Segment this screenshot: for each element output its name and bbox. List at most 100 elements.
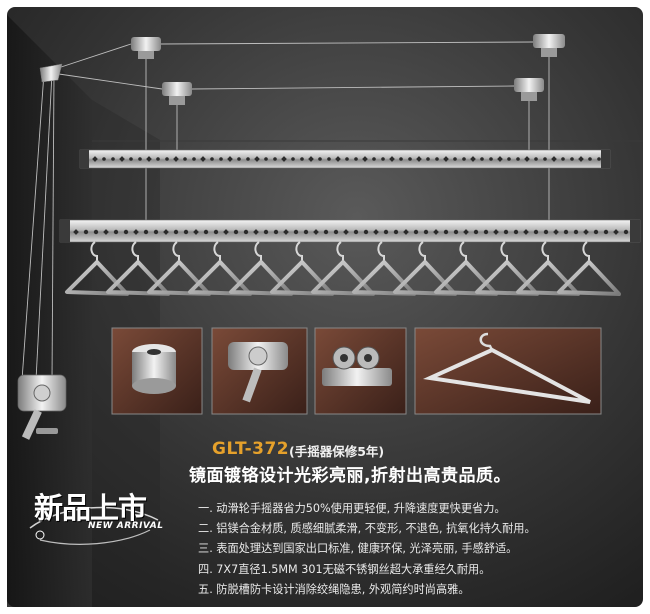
- rail-hole: [563, 229, 569, 235]
- rail-hole: [363, 229, 369, 235]
- hanger: [311, 241, 375, 296]
- feature-item: 四. 7X7直径1.5MM 301无磁不锈钢丝超大承重经久耐用。: [198, 562, 491, 576]
- rail-hole: [507, 157, 511, 161]
- detail-thumbnail-hanger: [414, 327, 602, 415]
- feature-list: 一. 动滑轮手摇器省力50%使用更轻便, 升降速度更快更省力。 二. 铝镁合金材…: [198, 499, 536, 600]
- rail-hole: [453, 229, 459, 235]
- rail-hole: [293, 229, 299, 235]
- rail-hole: [354, 157, 358, 161]
- rail-hole: [183, 229, 189, 235]
- rail-hole: [362, 156, 368, 162]
- hanger: [434, 241, 498, 296]
- rail-hole: [353, 229, 359, 235]
- rail-hole: [543, 229, 549, 235]
- rail-hole: [119, 156, 125, 162]
- rail-hole: [113, 229, 119, 235]
- rail-hole: [281, 156, 287, 162]
- hanger: [65, 241, 129, 296]
- rail-hole: [327, 157, 331, 161]
- rail-hole: [153, 229, 159, 235]
- rail-hole: [123, 229, 129, 235]
- ceiling-pulley-1: [131, 37, 161, 59]
- rail-hole: [227, 156, 233, 162]
- hangers: [65, 241, 621, 296]
- rail-hole: [313, 229, 319, 235]
- rail-hole: [183, 157, 187, 161]
- rail-hole: [593, 229, 599, 235]
- rail-hole: [493, 229, 499, 235]
- hanger: [475, 241, 539, 296]
- rail-hole: [146, 156, 152, 162]
- ceiling-pulley-3: [162, 82, 192, 105]
- new-arrival-logo: [29, 506, 159, 545]
- rail-hole: [523, 229, 529, 235]
- rail-hole: [533, 229, 539, 235]
- rail-hole: [473, 229, 479, 235]
- rail-hole: [273, 229, 279, 235]
- rail-hole: [143, 229, 149, 235]
- rail-hole: [583, 229, 589, 235]
- rail-hole: [323, 229, 329, 235]
- rail-hole: [373, 229, 379, 235]
- hanger: [516, 241, 580, 296]
- model-number: GLT-372: [212, 439, 290, 459]
- detail-thumbnail-crank: [211, 327, 308, 415]
- rail-hole: [173, 229, 179, 235]
- rail-hole: [165, 157, 169, 161]
- rail-hole: [413, 229, 419, 235]
- rail-hole: [433, 229, 439, 235]
- rail-hole: [283, 229, 289, 235]
- rail-hole: [381, 157, 385, 161]
- rail-hole: [516, 157, 520, 161]
- rail-hole: [513, 229, 519, 235]
- rail-hole: [524, 156, 530, 162]
- rail-hole: [243, 229, 249, 235]
- rail-hole: [102, 157, 106, 161]
- rail-hole: [308, 156, 314, 162]
- rail-hole: [192, 157, 196, 161]
- rail-hole: [318, 157, 322, 161]
- brand-english: NEW ARRIVAL: [88, 521, 164, 531]
- detail-thumbnail-roller: [314, 327, 407, 415]
- rail-hole: [435, 157, 439, 161]
- rail-hole: [163, 229, 169, 235]
- hand-crank: [17, 374, 67, 440]
- rail-hole: [497, 156, 503, 162]
- rail-hole: [138, 157, 142, 161]
- rail-hole: [203, 229, 209, 235]
- hanger: [188, 241, 252, 296]
- rail-hole: [273, 157, 277, 161]
- rail-hole: [333, 229, 339, 235]
- rail-hole: [480, 157, 484, 161]
- rail-hole: [73, 229, 79, 235]
- hanger: [229, 241, 293, 296]
- hanger: [352, 241, 416, 296]
- rail-hole: [254, 156, 260, 162]
- ceiling-pulley-4: [514, 78, 544, 101]
- rail-hole: [372, 157, 376, 161]
- brand-chinese: 新品上市: [34, 491, 147, 525]
- rail-hole: [291, 157, 295, 161]
- rail-hole: [423, 229, 429, 235]
- rail-hole: [111, 157, 115, 161]
- detail-thumbnail-pulley: [111, 327, 203, 415]
- rail-hole: [573, 229, 579, 235]
- rail-hole: [561, 157, 565, 161]
- rail-hole: [264, 157, 268, 161]
- rail-hole: [416, 156, 422, 162]
- rail-hole: [83, 229, 89, 235]
- rail-hole: [403, 229, 409, 235]
- rail-hole: [345, 157, 349, 161]
- hanger: [106, 241, 170, 296]
- rail-hole: [213, 229, 219, 235]
- rail-hole: [399, 157, 403, 161]
- feature-item: 一. 动滑轮手摇器省力50%使用更轻便, 升降速度更快更省力。: [198, 502, 506, 515]
- rail-hole: [551, 156, 557, 162]
- warranty-note: (手摇器保修5年): [289, 444, 385, 459]
- rail-hole: [129, 157, 133, 161]
- rail-hole: [300, 157, 304, 161]
- rail-hole: [200, 156, 206, 162]
- hanger: [393, 241, 457, 296]
- lower-rail: [59, 219, 641, 243]
